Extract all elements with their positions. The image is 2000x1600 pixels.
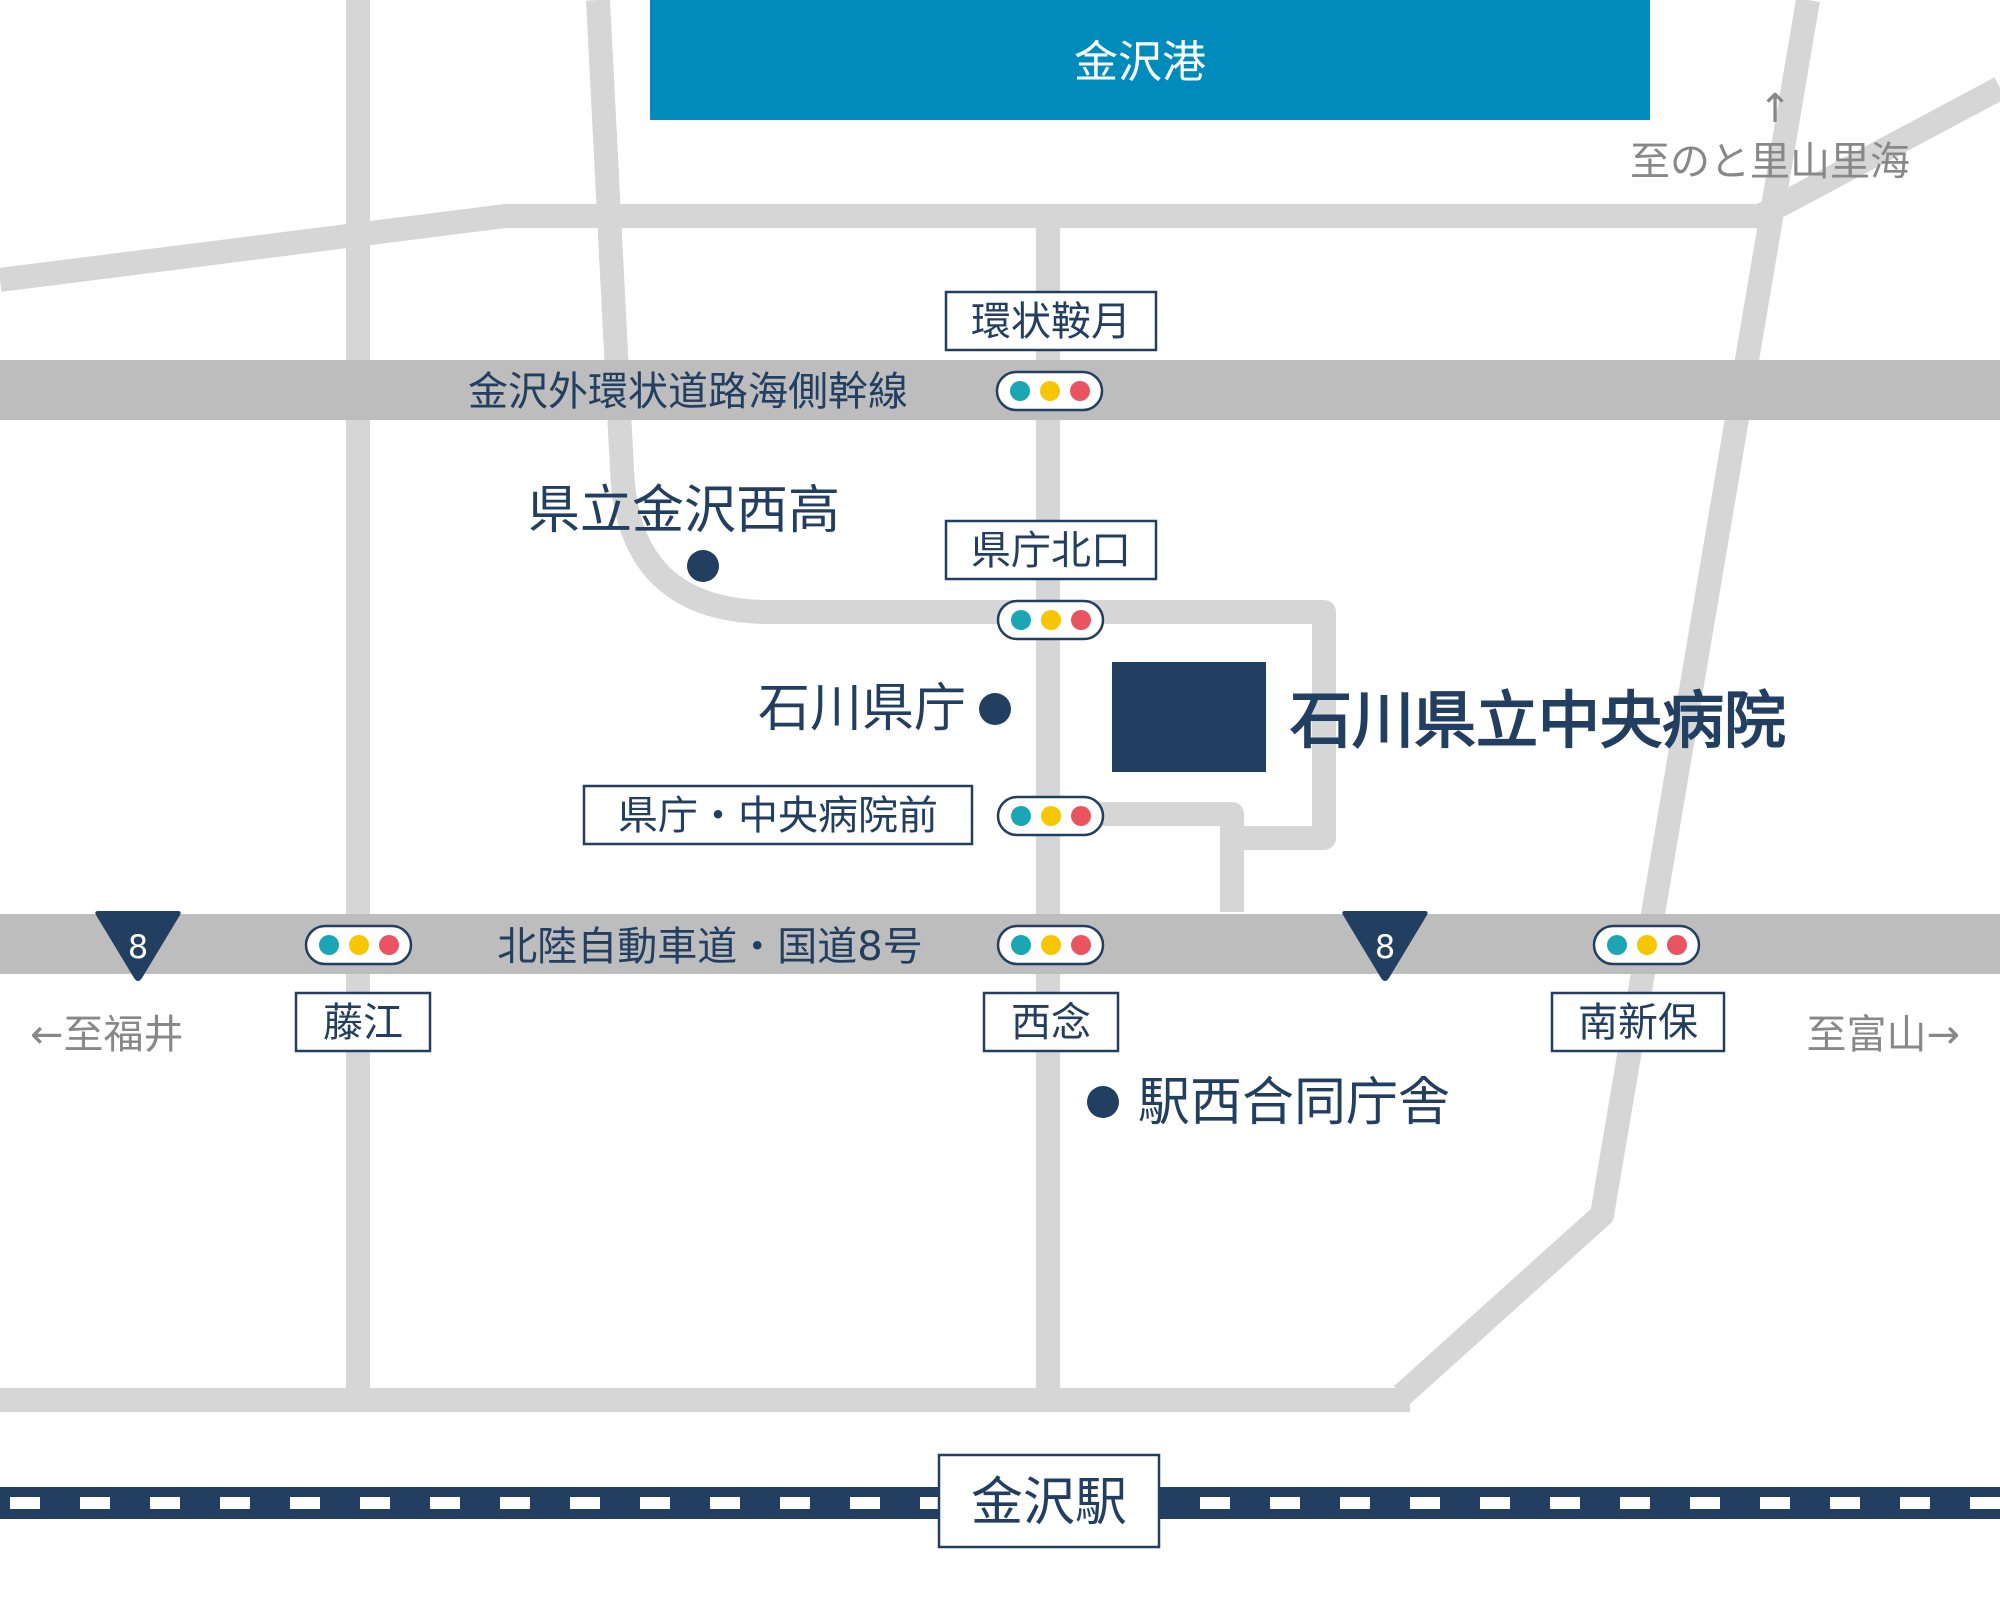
signal-teal-light xyxy=(1607,935,1627,955)
traffic-signal-kencho-kita xyxy=(996,599,1105,641)
landmark-nishi-high: 県立金沢西高 xyxy=(528,481,840,582)
signal-red-light xyxy=(379,935,399,955)
traffic-signal-kanjo xyxy=(995,370,1104,412)
intersection-sainen-box xyxy=(982,991,1120,1053)
signal-yellow-light xyxy=(1041,806,1061,826)
noto-arrow: ↑ xyxy=(1758,86,1792,132)
signal-teal-light xyxy=(1010,381,1030,401)
direction-toyama: 至富山→ xyxy=(1806,1012,1960,1058)
outer-ring-road-label: 金沢外環状道路海側幹線 xyxy=(468,369,908,415)
route8-road-label: 北陸自動車道・国道8号 xyxy=(497,924,922,970)
station: 金沢駅 xyxy=(937,1453,1161,1549)
signal-teal-light xyxy=(319,935,339,955)
intersection-fujie-box xyxy=(294,991,432,1053)
intersection-kanjo-tsukimi: 環状鞍月 xyxy=(944,290,1158,352)
signal-teal-light xyxy=(1011,935,1031,955)
direction-fukui: ←至福井 xyxy=(30,1012,184,1058)
route8-shield-west: 8 xyxy=(95,911,181,981)
signal-yellow-light xyxy=(1041,935,1061,955)
signal-red-light xyxy=(1071,935,1091,955)
landmark-prefectural-office-label: 石川県庁 xyxy=(758,679,966,739)
traffic-signal-hospital-mae xyxy=(996,795,1105,837)
intersection-sainen: 西念 xyxy=(982,991,1120,1053)
traffic-signal-sainen xyxy=(996,924,1105,966)
traffic-signal-minami-shinbo xyxy=(1592,924,1701,966)
route8-shield-east-number: 8 xyxy=(1375,928,1395,966)
landmark-joint-office-marker xyxy=(1087,1086,1119,1118)
hospital: 石川県立中央病院 xyxy=(1112,662,1786,772)
port-banner xyxy=(650,0,1650,120)
intersection-kencho-kitaguchi-box xyxy=(944,519,1158,581)
route8-shield-west-number: 8 xyxy=(128,928,148,966)
intersection-kencho-hospital-mae: 県庁・中央病院前 xyxy=(582,784,974,846)
signal-yellow-light xyxy=(1041,610,1061,630)
hospital-access-road-lower xyxy=(1060,802,1244,912)
direction-noto: 至のと里山里海 xyxy=(1630,139,1910,185)
signal-red-light xyxy=(1071,610,1091,630)
hospital-building xyxy=(1112,662,1266,772)
intersection-minami-shinbo-box xyxy=(1550,991,1726,1053)
intersection-kencho-kitaguchi-label: 県庁北口 xyxy=(971,528,1131,574)
signal-teal-light xyxy=(1011,806,1031,826)
hospital-access-road-upper xyxy=(1060,600,1336,850)
intersection-kencho-kitaguchi: 県庁北口 xyxy=(944,519,1158,581)
landmark-nishi-high-label: 県立金沢西高 xyxy=(528,481,840,541)
road-curve xyxy=(586,0,1035,624)
port-label: 金沢港 xyxy=(1074,37,1206,88)
signal-yellow-light xyxy=(349,935,369,955)
signal-yellow-light xyxy=(1637,935,1657,955)
intersection-minami-shinbo: 南新保 xyxy=(1550,991,1726,1053)
landmark-joint-office: 駅西合同庁舎 xyxy=(1087,1073,1450,1133)
road-north xyxy=(0,77,2000,292)
intersection-kanjo-tsukimi-box xyxy=(944,290,1158,352)
signal-red-light xyxy=(1667,935,1687,955)
intersection-minami-shinbo-label: 南新保 xyxy=(1578,1000,1698,1046)
signal-red-light xyxy=(1070,381,1090,401)
landmark-prefectural-office-marker xyxy=(979,693,1011,725)
landmark-joint-office-label: 駅西合同庁舎 xyxy=(1138,1073,1450,1133)
signal-teal-light xyxy=(1011,610,1031,630)
intersection-kencho-hospital-mae-label: 県庁・中央病院前 xyxy=(618,793,938,839)
intersection-kanjo-tsukimi-label: 環状鞍月 xyxy=(971,299,1131,345)
signal-red-light xyxy=(1071,806,1091,826)
route8-shield-west-shape xyxy=(95,911,181,981)
intersection-fujie: 藤江 xyxy=(294,991,432,1053)
route8-shield-east-shape xyxy=(1342,911,1428,981)
station-box xyxy=(937,1453,1161,1549)
intersection-sainen-label: 西念 xyxy=(1011,1000,1091,1046)
intersection-kencho-hospital-mae-box xyxy=(582,784,974,846)
intersection-fujie-label: 藤江 xyxy=(323,1000,403,1046)
signal-yellow-light xyxy=(1040,381,1060,401)
traffic-signal-fujie xyxy=(304,924,413,966)
landmark-nishi-high-marker xyxy=(687,550,719,582)
route8-shield-east: 8 xyxy=(1342,911,1428,981)
hospital-label: 石川県立中央病院 xyxy=(1290,684,1786,757)
station-label: 金沢駅 xyxy=(971,1473,1127,1533)
landmark-prefectural-office: 石川県庁 xyxy=(758,679,1011,739)
